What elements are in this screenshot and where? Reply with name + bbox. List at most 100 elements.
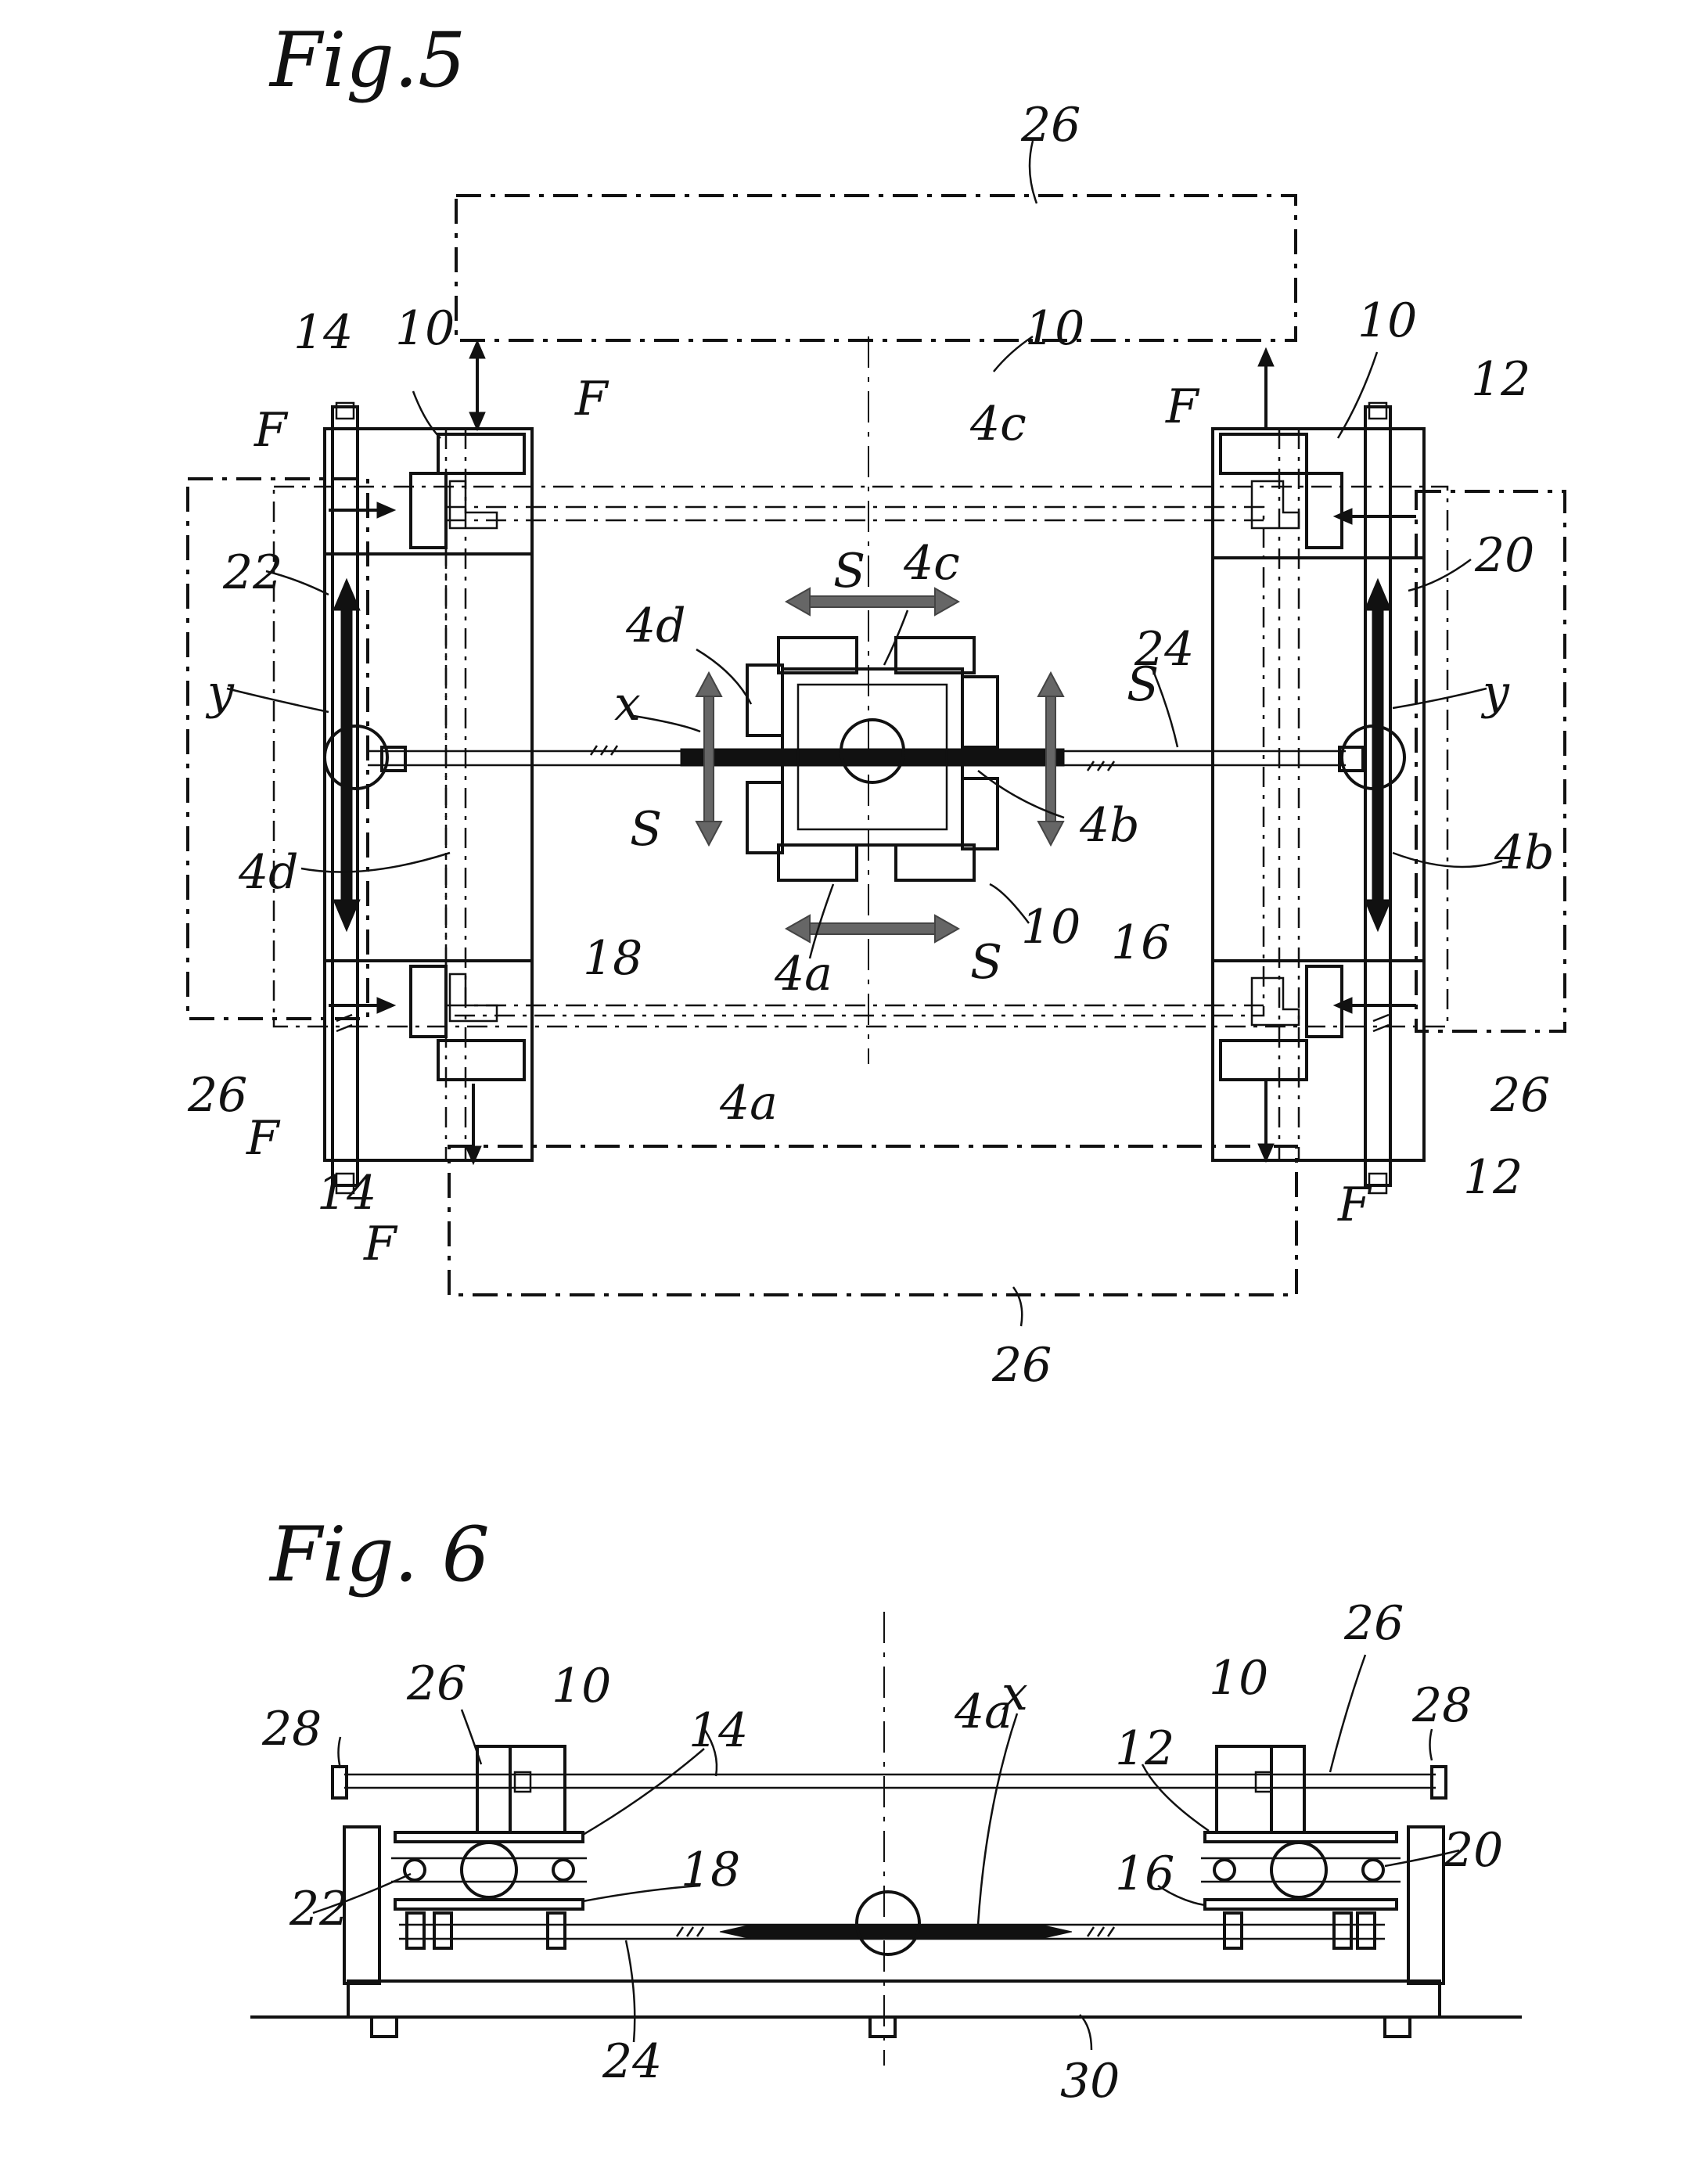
- y-arrow-right: [1365, 579, 1391, 931]
- label6-26-left: 26: [406, 1656, 466, 1711]
- label-10-cr: 10: [1025, 301, 1084, 356]
- label-12-tr: 12: [1471, 352, 1530, 407]
- foot-center: [870, 2017, 895, 2037]
- post-left: [344, 1827, 379, 1983]
- beam-16: [1205, 1900, 1397, 1909]
- label-y-right: y: [1480, 665, 1510, 720]
- label6-14: 14: [689, 1703, 748, 1758]
- fig5-title: Fig.5: [268, 16, 466, 104]
- s-arrow-bottom: [786, 915, 958, 942]
- label6-x: x: [1001, 1667, 1028, 1721]
- label6-28-right: 28: [1411, 1678, 1472, 1733]
- beam-18: [395, 1900, 583, 1909]
- leader6-28-left: [339, 1737, 341, 1768]
- label-s-right: S: [1127, 657, 1159, 712]
- label-10-cb: 10: [1021, 900, 1081, 955]
- label6-18: 18: [681, 1843, 740, 1897]
- roller-left-1: [405, 1860, 425, 1880]
- label6-16: 16: [1115, 1846, 1174, 1901]
- leader6-30: [1080, 2015, 1091, 2050]
- pad-right-b: [1217, 1746, 1271, 1832]
- label-22: 22: [222, 545, 282, 600]
- label6-10-left: 10: [552, 1659, 611, 1713]
- label-10-tr: 10: [1357, 293, 1417, 348]
- label-s-left: S: [630, 802, 662, 857]
- label-4b-right: 4b: [1494, 825, 1555, 880]
- right-bottom-plate: [1213, 961, 1424, 1160]
- leader-10-tl: [413, 391, 440, 438]
- leader-10-tr: [1338, 352, 1377, 438]
- end-28-right: [1432, 1767, 1446, 1798]
- right-top-plate: [1213, 429, 1424, 558]
- shaft-bracket-r3: [1357, 1913, 1375, 1948]
- leader6-28-right: [1430, 1729, 1433, 1760]
- leader6-26-right: [1330, 1655, 1365, 1772]
- right-rail-end-bottom: [1369, 1174, 1386, 1193]
- left-bottom-pad-a: [438, 1041, 524, 1080]
- plate-12: [1205, 1832, 1397, 1842]
- label-20: 20: [1474, 528, 1534, 583]
- label-f-top-left: F: [574, 372, 609, 426]
- label-4d-center: 4d: [625, 599, 686, 653]
- label6-28-left: 28: [261, 1702, 322, 1757]
- label-16: 16: [1111, 915, 1170, 970]
- label-26-right: 26: [1490, 1068, 1550, 1123]
- label-18: 18: [583, 931, 642, 986]
- roller-right-big: [1271, 1843, 1326, 1897]
- label-26-bottom: 26: [991, 1338, 1052, 1393]
- label-f-left-lower: F: [246, 1111, 281, 1166]
- drive-x: [681, 749, 1064, 766]
- right-top-pad-a: [1221, 434, 1307, 473]
- f-arrow-top-left: [469, 340, 485, 430]
- pad-left-a: [477, 1746, 510, 1832]
- label-4c-center: 4c: [903, 536, 960, 591]
- shaft-bracket-l3: [548, 1913, 565, 1948]
- roller-right-2: [1363, 1860, 1383, 1880]
- label-f-bottom-right: F: [1337, 1178, 1372, 1232]
- label-s-top: S: [833, 544, 865, 599]
- center-pad-right-bottom: [962, 778, 998, 849]
- left-top-pad-a: [438, 434, 524, 473]
- right-beam: [1213, 429, 1424, 1160]
- label6-12: 12: [1115, 1721, 1174, 1776]
- left-top-pad-b: [411, 473, 446, 548]
- pad-left-b: [510, 1746, 565, 1832]
- label-10-tl: 10: [395, 301, 455, 356]
- right-bottom-pad-a: [1221, 1041, 1307, 1080]
- label-4b-center: 4b: [1079, 798, 1140, 853]
- post-right: [1408, 1827, 1444, 1983]
- top-frame: [456, 196, 1296, 340]
- pad-right-a: [1271, 1746, 1304, 1832]
- label6-26-right: 26: [1343, 1596, 1404, 1651]
- left-top-plate: [325, 429, 532, 554]
- f-arrow-right-lower: [1334, 998, 1416, 1013]
- center-pad-bottom-left: [778, 845, 857, 880]
- shaft-bracket-l1: [407, 1913, 424, 1948]
- left-beam: [325, 429, 532, 1160]
- label-y-left: y: [205, 665, 235, 720]
- leader6-x: [978, 1713, 1017, 1925]
- label6-22: 22: [289, 1882, 349, 1936]
- label-f-bottom-left: F: [363, 1217, 398, 1271]
- central-hub-fig6: [857, 1892, 919, 1954]
- label-4a-bottom: 4a: [719, 1076, 778, 1131]
- label-4a-center: 4a: [774, 947, 832, 1001]
- left-bottom-plate: [325, 961, 532, 1160]
- left-bottom-bracket: [450, 974, 497, 1021]
- label6-20: 20: [1443, 1823, 1503, 1878]
- leader6-26-left: [462, 1710, 481, 1764]
- foot-left: [372, 2017, 397, 2037]
- roller-left-2: [553, 1860, 574, 1880]
- roller-left-big: [462, 1843, 516, 1897]
- label6-24: 24: [602, 2034, 662, 2089]
- f-arrow-bottom-left: [466, 1084, 481, 1164]
- right-bottom-bracket: [1252, 978, 1299, 1025]
- f-arrow-bottom-right: [1258, 1080, 1274, 1162]
- s-arrow-top: [786, 588, 958, 615]
- center-pad-left-bottom: [747, 782, 782, 853]
- bottom-frame: [449, 1146, 1296, 1295]
- f-arrow-top-right: [1258, 348, 1274, 429]
- label-12-br: 12: [1463, 1150, 1523, 1205]
- center-pad-left-top: [747, 665, 782, 735]
- label6-30: 30: [1060, 2054, 1120, 2109]
